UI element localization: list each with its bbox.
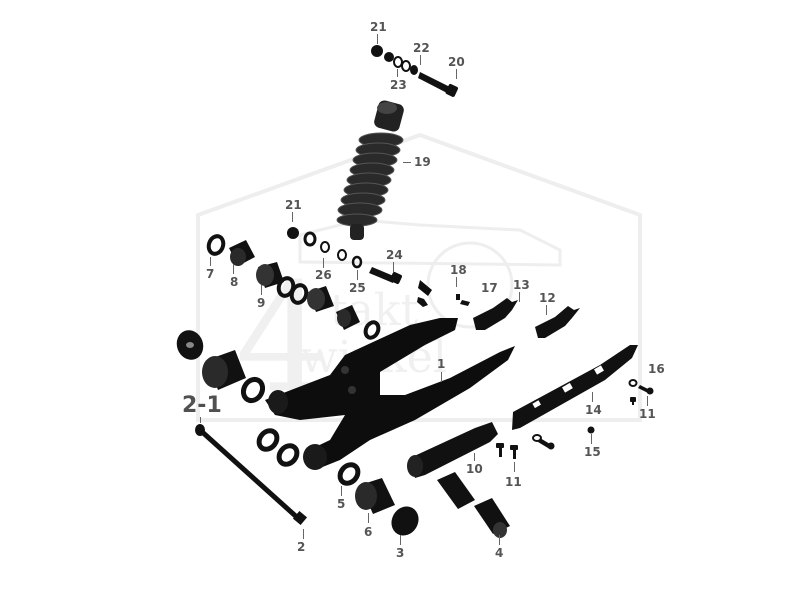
callout-11b: 11	[639, 407, 656, 421]
leader-2-1	[200, 417, 201, 423]
leader-7	[210, 257, 211, 266]
callout-1: 1	[437, 357, 446, 371]
callout-17: 17	[481, 281, 498, 295]
leader-14	[592, 392, 593, 402]
leader-5	[341, 486, 342, 496]
leader-18	[456, 277, 457, 287]
left-pivot-parts	[176, 330, 266, 404]
callout-15: 15	[584, 445, 601, 459]
callout-8: 8	[230, 275, 239, 289]
leader-3	[400, 535, 401, 545]
rear-shock-absorber	[336, 100, 404, 240]
callout-5: 5	[337, 497, 346, 511]
leader-22	[420, 55, 421, 65]
callout-10: 10	[466, 462, 483, 476]
callout-24: 24	[386, 248, 403, 262]
callout-11a: 11	[505, 475, 522, 489]
callout-2: 2	[297, 540, 306, 554]
callout-14: 14	[585, 403, 602, 417]
callout-20: 20	[448, 55, 465, 69]
leader-26	[323, 258, 324, 268]
chain-adjusters	[417, 294, 580, 338]
leader-21b	[292, 212, 293, 222]
callout-16: 16	[648, 362, 665, 376]
leader-23	[397, 69, 398, 77]
leader-9	[261, 285, 262, 295]
callout-23: 23	[390, 78, 407, 92]
pivot-bushing-set	[206, 234, 381, 340]
leader-20	[456, 69, 457, 79]
leader-25	[357, 270, 358, 280]
leader-2	[303, 529, 304, 539]
chain-slider	[407, 422, 498, 478]
leader-10	[474, 453, 475, 461]
leader-1	[441, 372, 442, 382]
leader-19	[403, 162, 411, 163]
callout-12: 12	[539, 291, 556, 305]
upper-mount-hardware	[371, 45, 458, 97]
leader-4	[499, 535, 500, 545]
callout-9: 9	[257, 296, 266, 310]
leader-12	[546, 305, 547, 315]
callout-6: 6	[364, 525, 373, 539]
leader-13	[519, 292, 520, 302]
nut-21-top	[371, 45, 383, 57]
leader-6	[368, 513, 369, 523]
slider-bolts	[496, 434, 555, 459]
callout-4: 4	[495, 546, 504, 560]
callout-21b: 21	[285, 198, 302, 212]
callout-18: 18	[450, 263, 467, 277]
callout-7: 7	[206, 267, 215, 281]
leader-11b	[647, 396, 648, 406]
callout-19: 19	[414, 155, 431, 169]
lower-o-rings	[256, 428, 361, 486]
lower-mount-hardware	[287, 227, 402, 284]
bolt-15	[587, 426, 595, 434]
chain-guard	[512, 345, 638, 430]
pivot-axle	[195, 424, 308, 526]
guard-hardware	[628, 379, 654, 405]
callout-26: 26	[315, 268, 332, 282]
lower-bushings	[437, 472, 510, 538]
callout-2-1: 2-1	[182, 393, 222, 418]
callout-3: 3	[396, 546, 405, 560]
leader-15	[591, 434, 592, 444]
swingarm	[265, 280, 515, 470]
callout-25: 25	[349, 281, 366, 295]
leader-21a	[377, 34, 378, 44]
callout-22: 22	[413, 41, 430, 55]
right-pivot-parts	[355, 478, 419, 536]
leader-11a	[514, 462, 515, 472]
leader-24	[393, 262, 394, 272]
leader-8	[233, 264, 234, 274]
callout-21a: 21	[370, 20, 387, 34]
callout-13: 13	[513, 278, 530, 292]
